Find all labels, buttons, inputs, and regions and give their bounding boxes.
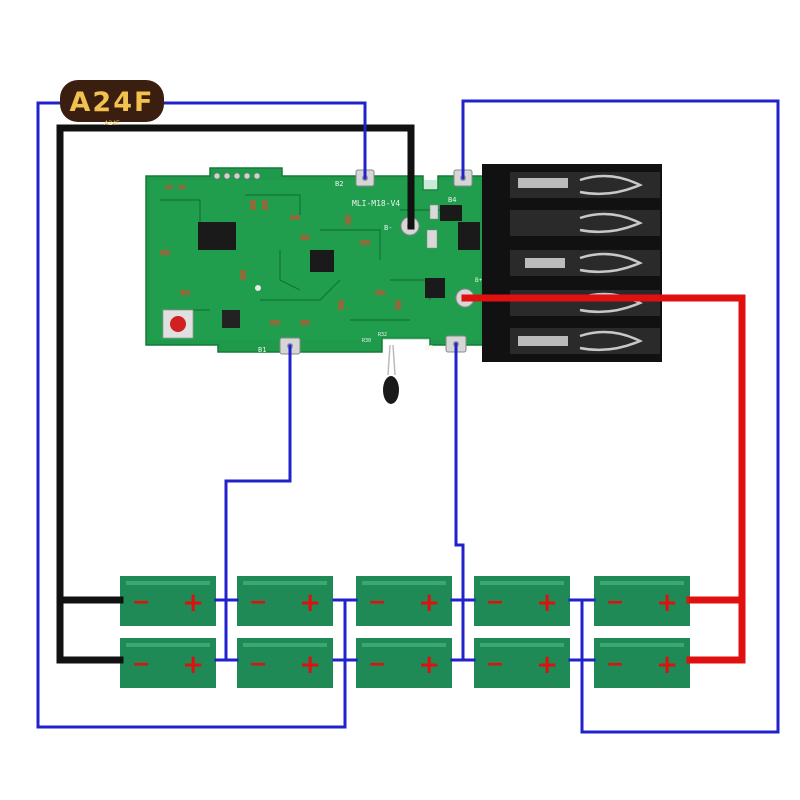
battery-cell-sheen xyxy=(126,581,210,585)
logo: A24F A24F xyxy=(60,80,164,127)
cell-minus-sign: − xyxy=(249,590,267,615)
terminal-connector xyxy=(482,164,662,362)
label-pad-bplus: B+ xyxy=(475,277,483,284)
smd-components xyxy=(160,185,401,325)
cell-minus-sign: − xyxy=(486,590,504,615)
ic-chip-mosfet-1 xyxy=(425,278,445,298)
cell-plus-sign: + xyxy=(299,650,321,680)
battery-cell: −+ xyxy=(594,576,690,626)
wire-link-c2c3 xyxy=(332,598,347,662)
wire-balance-b3 xyxy=(450,342,476,662)
battery-cells: −+−+−+−+−+−+−+−+−+−+ xyxy=(120,576,690,688)
battery-cell-sheen xyxy=(480,581,564,585)
wires xyxy=(36,99,780,734)
battery-cell: −+ xyxy=(120,638,216,688)
battery-cell: −+ xyxy=(120,576,216,626)
cell-minus-sign: − xyxy=(368,652,386,677)
wire-balance-b1 xyxy=(214,344,292,662)
cell-minus-sign: − xyxy=(132,590,150,615)
label-pad-b2: B2 xyxy=(335,180,343,188)
battery-cell: −+ xyxy=(356,638,452,688)
pcb-board: B2 B4 B- B1 B3 B+ MLI-M18-V4 R30 R32 xyxy=(145,167,489,355)
battery-cell-sheen xyxy=(243,581,327,585)
shunt-resistor-2 xyxy=(458,222,480,250)
battery-cell: −+ xyxy=(474,638,570,688)
cell-plus-sign: + xyxy=(182,650,204,680)
shunt-resistor-3 xyxy=(429,204,439,220)
ic-chip-secondary xyxy=(310,250,334,272)
cell-plus-sign: + xyxy=(182,588,204,618)
battery-cell-sheen xyxy=(126,643,210,647)
battery-cell: −+ xyxy=(356,576,452,626)
contact-pin-3 xyxy=(518,336,568,346)
cell-plus-sign: + xyxy=(536,650,558,680)
cell-plus-sign: + xyxy=(656,650,678,680)
label-r30: R30 xyxy=(362,338,371,344)
cell-plus-sign: + xyxy=(536,588,558,618)
battery-cell-sheen xyxy=(243,643,327,647)
cell-minus-sign: − xyxy=(368,590,386,615)
cell-minus-sign: − xyxy=(606,590,624,615)
ic-chip-main xyxy=(198,222,236,250)
battery-cell-sheen xyxy=(600,643,684,647)
header-pins xyxy=(213,172,261,180)
battery-cell: −+ xyxy=(237,638,333,688)
shunt-resistor-1 xyxy=(426,229,438,249)
wire-link-c4c5 xyxy=(568,598,584,662)
label-r32: R32 xyxy=(378,332,387,338)
logo-subtext: A24F xyxy=(104,120,120,127)
label-pad-bminus: B- xyxy=(384,224,392,232)
ic-chip-mosfet-2 xyxy=(440,205,462,221)
battery-cell-sheen xyxy=(480,643,564,647)
logo-text: A24F xyxy=(70,87,155,118)
red-button xyxy=(170,316,186,332)
battery-cell: −+ xyxy=(474,576,570,626)
cell-minus-sign: − xyxy=(249,652,267,677)
contact-pin-1 xyxy=(518,178,568,188)
thermistor xyxy=(383,344,399,404)
battery-cell-sheen xyxy=(362,581,446,585)
cell-minus-sign: − xyxy=(606,652,624,677)
wire-positive xyxy=(461,294,746,664)
logo-badge xyxy=(60,80,164,122)
battery-cell-sheen xyxy=(362,643,446,647)
battery-cell-sheen xyxy=(600,581,684,585)
mounting-hole xyxy=(255,285,261,291)
connector-contacts xyxy=(579,174,643,352)
ic-chip-small xyxy=(222,310,240,328)
cell-plus-sign: + xyxy=(418,588,440,618)
cell-plus-sign: + xyxy=(299,588,321,618)
battery-cell: −+ xyxy=(594,638,690,688)
cell-minus-sign: − xyxy=(486,652,504,677)
battery-cell: −+ xyxy=(237,576,333,626)
contact-pin-2 xyxy=(525,258,565,268)
board-model-label: MLI-M18-V4 xyxy=(352,199,400,208)
label-pad-b1: B1 xyxy=(258,346,266,354)
wire-negative xyxy=(56,124,415,664)
cell-minus-sign: − xyxy=(132,652,150,677)
label-pad-b3: B3 xyxy=(425,344,433,352)
label-pad-b4: B4 xyxy=(448,196,456,204)
cell-plus-sign: + xyxy=(656,588,678,618)
cell-plus-sign: + xyxy=(418,650,440,680)
